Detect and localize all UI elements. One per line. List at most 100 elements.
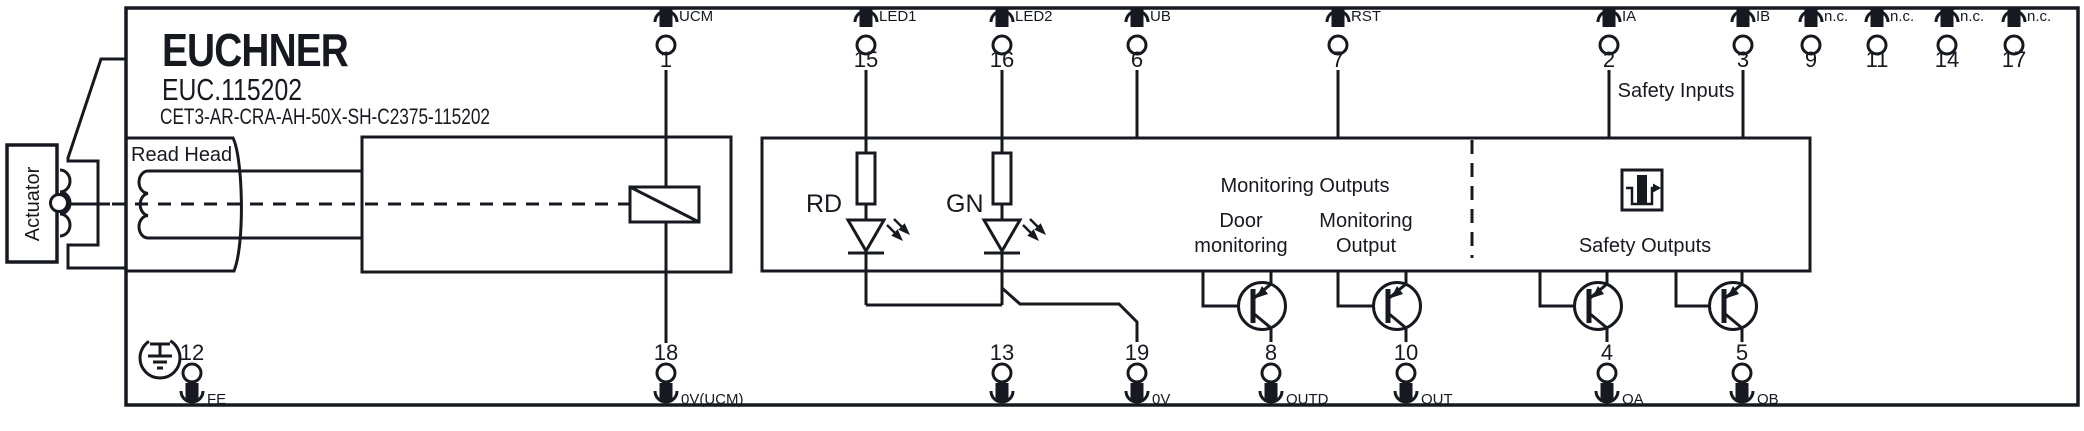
terminal-top-7-rst: 7 RST: [1325, 8, 1381, 72]
terminal-bottom-18-0vucm: 18 0V(UCM): [653, 340, 744, 408]
led-ray-arrowhead: [898, 223, 910, 235]
terminal-circle: [1395, 362, 1417, 384]
terminal-bottom-13: 13: [989, 340, 1015, 404]
transistor-icon: [1372, 281, 1422, 331]
terminal-circle: [991, 362, 1013, 384]
transistor-base-lead: [1201, 270, 1253, 308]
terminal-circle: [655, 34, 677, 56]
terminal-top-2-ia: 2 IA: [1596, 8, 1636, 72]
terminal-circle: [1731, 362, 1753, 384]
door-monitoring-label-line1: Door: [1219, 210, 1263, 232]
monitoring-output-label-line2: Output: [1336, 235, 1396, 257]
pin-number: 10: [1394, 340, 1418, 365]
safety-output-pulse-icon: [1620, 168, 1664, 212]
transistor-collector: [1723, 311, 1743, 330]
actuator-housing-outline: [66, 57, 126, 270]
terminal-top-3-ib: 3 IB: [1730, 8, 1770, 72]
signal-label: n.c.: [1960, 8, 1984, 25]
transistor-collector: [1588, 311, 1608, 330]
signal-label: n.c.: [1824, 8, 1848, 25]
monitoring-output-label-line1: Monitoring: [1319, 210, 1412, 232]
transistor-arrow: [1592, 286, 1604, 298]
led1-color-label: RD: [806, 190, 842, 218]
pulse-icon-path: [1626, 186, 1654, 206]
actuator-assembly: Actuator: [5, 57, 126, 270]
transistor-arrow: [1256, 286, 1268, 298]
transistor-base-lead: [1538, 270, 1589, 308]
pin-number: 12: [180, 340, 204, 365]
electronics-box: [760, 136, 1812, 273]
type-code: CET3-AR-CRA-AH-50X-SH-C2375-115202: [160, 104, 490, 129]
resistor-icon: [991, 151, 1013, 206]
solenoid-symbol: [628, 70, 701, 343]
signal-label: LED2: [1015, 8, 1053, 25]
pin-number: 8: [1265, 340, 1277, 365]
terminal-bottom-12-fe: 12 FE: [179, 340, 226, 408]
transistor-collector: [1387, 311, 1407, 330]
terminal-circle: [1866, 34, 1888, 56]
terminal-top-1-ucm: 1 UCM: [653, 8, 713, 72]
transistor-icon: [1237, 281, 1287, 331]
terminal-circle: [655, 362, 677, 384]
actuator-pivot-icon: [49, 193, 69, 213]
pin-number: 7: [1332, 47, 1344, 72]
signal-label: UCM: [679, 8, 713, 25]
terminal-circle: [2003, 34, 2025, 56]
terminal-bottom-8-outd: 8 OUTD: [1258, 340, 1329, 408]
led-icon: [981, 218, 1023, 254]
terminal-circle: [181, 362, 203, 384]
transistor-monitoring-output: [1336, 270, 1422, 342]
signal-label: IB: [1756, 8, 1770, 25]
pin-number: 17: [2002, 47, 2026, 72]
terminal-top-9-nc: 9 n.c.: [1798, 8, 1848, 72]
terminal-circle: [855, 34, 877, 56]
led-ray-arrowhead: [1034, 223, 1046, 235]
terminal-circle: [1260, 362, 1282, 384]
pulse-icon-arrowhead: [1653, 183, 1661, 193]
brand-logo: EUCHNER: [162, 24, 349, 76]
signal-label: LED1: [879, 8, 917, 25]
signal-label: OA: [1622, 391, 1644, 408]
terminal-bottom-10-out: 10 OUT: [1393, 340, 1453, 408]
signal-label: IA: [1622, 8, 1636, 25]
signal-label: OUTD: [1286, 391, 1329, 408]
lock-function-box: [360, 135, 733, 274]
pin-number: 15: [854, 47, 878, 72]
led2-branch: GN: [946, 70, 1046, 305]
terminal-top-11-nc: 11 n.c.: [1864, 8, 1914, 72]
transistor-icon: [1708, 281, 1758, 331]
read-head-outline: [126, 136, 243, 273]
earth-arc: [138, 336, 182, 380]
wire-0v-jog: [1001, 286, 1139, 342]
terminal-top-16-led2: 16 LED2: [989, 8, 1053, 72]
pin-number: 6: [1131, 47, 1143, 72]
led1-branch: RD: [806, 70, 910, 305]
transistor-arrow: [1727, 286, 1739, 298]
branding: EUCHNER EUC.115202 CET3-AR-CRA-AH-50X-SH…: [160, 24, 490, 129]
terminal-bottom-19-0v: 19 0V: [1124, 340, 1170, 408]
pin-number: 3: [1737, 47, 1749, 72]
order-code: EUC.115202: [162, 72, 302, 107]
pin-number: 11: [1866, 47, 1889, 72]
terminal-top-15-led1: 15 LED1: [853, 8, 917, 72]
terminal-circle: [1598, 34, 1620, 56]
terminal-circle: [1327, 34, 1349, 56]
solenoid-icon-diagonal: [629, 185, 700, 224]
transistor-base-lead: [1336, 270, 1388, 308]
resistor-icon: [855, 151, 877, 206]
terminal-circle: [1126, 34, 1148, 56]
terminal-top-6-ub: 6 UB: [1124, 8, 1171, 72]
safety-inputs-label: Safety Inputs: [1618, 80, 1735, 102]
pin-number: 13: [990, 340, 1014, 365]
led-icon: [845, 218, 887, 254]
terminal-bottom-4-oa: 4 OA: [1594, 340, 1644, 408]
terminal-top-14-nc: 14 n.c.: [1934, 8, 1984, 72]
pin-number: 9: [1805, 47, 1817, 72]
pulse-icon-bar: [1637, 175, 1647, 203]
terminal-circle: [1936, 34, 1958, 56]
device-outline: [124, 6, 2080, 407]
signal-label: OUT: [1421, 391, 1453, 408]
led2-color-label: GN: [946, 190, 984, 218]
